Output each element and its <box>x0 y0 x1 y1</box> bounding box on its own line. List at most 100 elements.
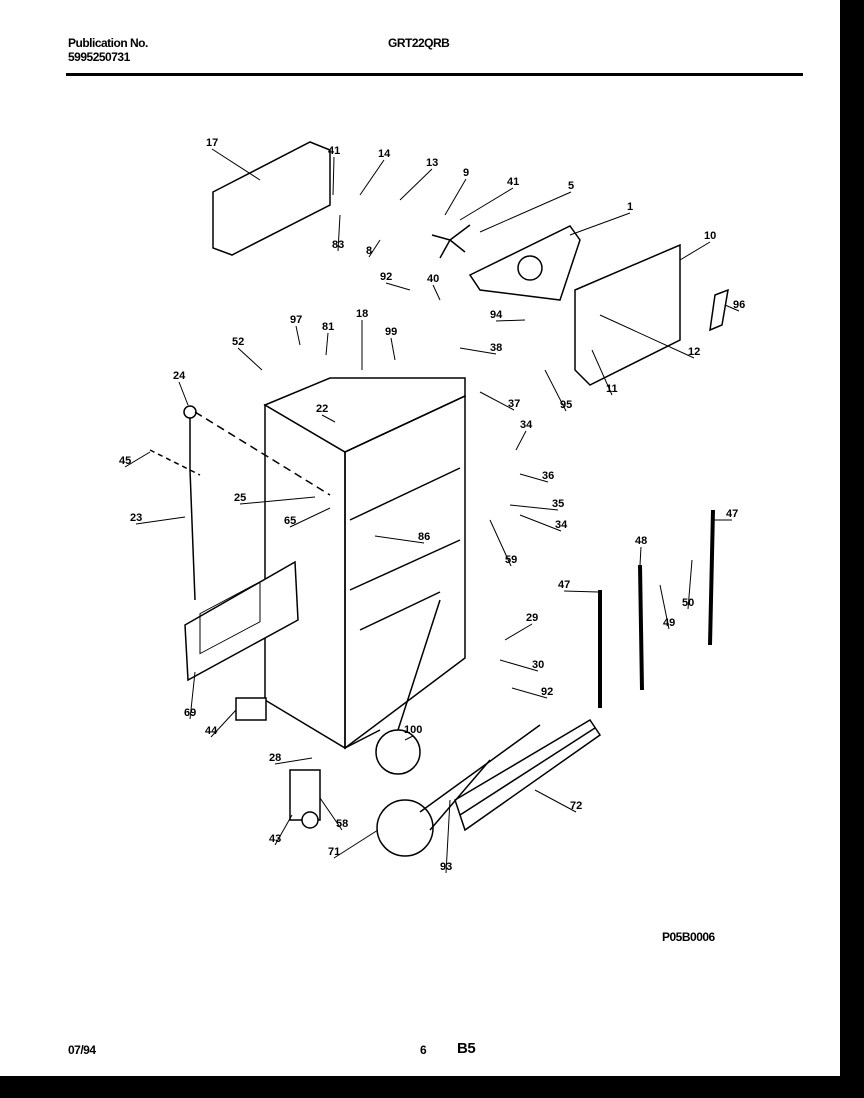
model-number: GRT22QRB <box>388 36 450 50</box>
leader-line <box>509 504 559 511</box>
callout-69: 69 <box>184 707 196 719</box>
leader-line <box>544 369 567 412</box>
part-43 <box>289 769 321 821</box>
leader-line <box>591 349 613 396</box>
leader-line <box>599 314 695 359</box>
leader-line <box>274 814 293 846</box>
leader-line <box>432 284 441 301</box>
callout-59: 59 <box>505 554 517 566</box>
callout-22: 22 <box>316 403 328 415</box>
leader-line <box>519 514 562 532</box>
leader-line <box>515 430 527 451</box>
leader-line <box>479 191 572 233</box>
callout-23: 23 <box>130 512 142 524</box>
leader-line <box>321 414 336 423</box>
callout-28: 28 <box>269 752 281 764</box>
callout-43: 43 <box>269 833 281 845</box>
callout-99: 99 <box>385 326 397 338</box>
leader-line <box>332 156 335 196</box>
footer-page: 6 <box>420 1043 427 1057</box>
callout-9: 9 <box>463 167 469 179</box>
scan-border-right <box>840 0 864 1098</box>
callout-97: 97 <box>290 314 302 326</box>
callout-44: 44 <box>205 725 218 737</box>
callout-29: 29 <box>526 612 538 624</box>
callout-13: 13 <box>426 157 438 169</box>
callout-50: 50 <box>682 597 694 609</box>
callout-94: 94 <box>490 309 503 321</box>
callout-49: 49 <box>663 617 675 629</box>
leader-line <box>337 214 341 252</box>
callout-17: 17 <box>206 137 218 149</box>
leader-line <box>237 347 263 371</box>
leader-line <box>679 241 711 261</box>
callout-48: 48 <box>635 535 647 547</box>
leader-line <box>368 239 381 258</box>
callout-86: 86 <box>418 531 430 543</box>
leader-line <box>445 799 451 874</box>
leader-line <box>479 391 515 411</box>
leader-line <box>504 623 533 641</box>
callout-81: 81 <box>322 321 334 333</box>
callout-58: 58 <box>336 818 348 830</box>
callout-25: 25 <box>234 492 246 504</box>
leader-line <box>295 325 301 346</box>
detail-71 <box>376 799 434 857</box>
callout-71: 71 <box>328 846 340 858</box>
callout-92: 92 <box>541 686 553 698</box>
callout-45: 45 <box>119 455 131 467</box>
callout-83: 83 <box>332 239 344 251</box>
callout-95: 95 <box>560 399 572 411</box>
publication-number: 5995250731 <box>68 50 130 64</box>
leader-line <box>659 584 670 630</box>
callout-8: 8 <box>366 245 372 257</box>
leader-line <box>444 178 467 216</box>
leader-line <box>459 347 497 355</box>
footer-section: B5 <box>457 1040 476 1057</box>
leader-line <box>211 148 261 181</box>
part-5-fan <box>431 224 471 259</box>
callout-47: 47 <box>558 579 570 591</box>
callout-65: 65 <box>284 515 296 527</box>
callout-72: 72 <box>570 800 582 812</box>
leader-line <box>333 829 379 859</box>
part-44 <box>235 697 267 721</box>
leader-line <box>390 337 396 361</box>
callout-35: 35 <box>552 498 564 510</box>
part-23-tube <box>189 410 196 601</box>
publication-label: Publication No. <box>68 36 148 50</box>
leader-line <box>519 473 549 483</box>
callout-34: 34 <box>555 519 568 531</box>
callout-38: 38 <box>490 342 502 354</box>
leader-line <box>511 687 548 699</box>
leader-line <box>724 304 740 312</box>
callout-5: 5 <box>568 180 574 192</box>
leader-line <box>385 282 411 291</box>
leader-line <box>135 516 186 525</box>
callout-47: 47 <box>726 508 738 520</box>
callout-52: 52 <box>232 336 244 348</box>
callout-24: 24 <box>173 370 186 382</box>
leader-line <box>325 332 329 356</box>
callout-100: 100 <box>404 724 422 736</box>
leader-line <box>495 319 526 322</box>
callout-40: 40 <box>427 273 439 285</box>
cabinet-shell <box>263 377 466 750</box>
leader-line <box>563 590 599 593</box>
callout-1: 1 <box>627 201 633 213</box>
leader-line <box>319 797 343 831</box>
leader-line <box>189 671 196 720</box>
detail-100 <box>375 729 421 775</box>
callout-93: 93 <box>440 861 452 873</box>
leader-line <box>569 212 631 236</box>
callout-36: 36 <box>542 470 554 482</box>
leader-line <box>239 496 316 505</box>
leader-line <box>499 659 539 672</box>
leader-line <box>489 519 512 567</box>
leader-line <box>289 507 331 528</box>
leader-line <box>687 559 693 610</box>
callout-14: 14 <box>378 148 391 160</box>
callout-41: 41 <box>507 176 519 188</box>
callout-11: 11 <box>606 383 618 395</box>
part-17-panel <box>212 141 331 256</box>
